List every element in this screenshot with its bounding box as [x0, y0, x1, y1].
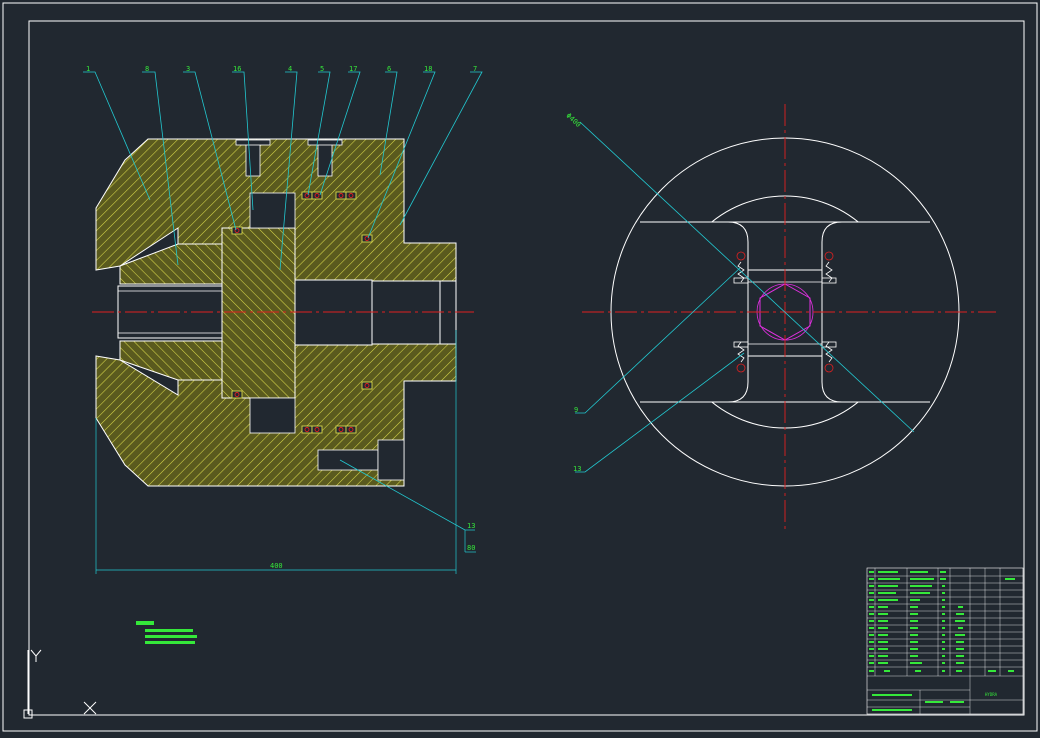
spring-pins — [733, 251, 837, 373]
end-view-leaders — [575, 121, 915, 473]
technical-notes — [136, 621, 197, 644]
top-bolt-2 — [317, 142, 333, 177]
part-label-5: 5 — [320, 65, 324, 73]
part-label-9: 9 — [574, 406, 578, 414]
diameter-label: Φ400 — [564, 112, 582, 129]
right-bore — [371, 280, 441, 345]
section-view: 1 8 3 16 4 5 17 6 18 7 13 80 400 — [83, 65, 483, 574]
top-bolt-1 — [245, 142, 261, 177]
part-label-13-right: 13 — [573, 465, 581, 473]
lower-jaw — [119, 340, 223, 381]
title-block-name: HYDRA — [985, 692, 998, 697]
seals — [231, 191, 373, 434]
ucs-icon — [23, 649, 97, 719]
part-label-16: 16 — [233, 65, 241, 73]
width-dimension-text: 400 — [270, 562, 283, 570]
part-label-8: 8 — [145, 65, 149, 73]
part-label-4: 4 — [288, 65, 292, 73]
part-label-6: 6 — [387, 65, 391, 73]
inner-frame — [28, 20, 1025, 716]
part-label-17: 17 — [349, 65, 357, 73]
part-label-80: 80 — [467, 544, 475, 552]
central-piston — [221, 227, 296, 399]
upper-jaw — [119, 243, 223, 285]
part-label-7: 7 — [473, 65, 477, 73]
title-block: HYDRA — [866, 567, 1024, 715]
end-view: Φ400 9 13 — [564, 104, 996, 532]
part-label-13: 13 — [467, 522, 475, 530]
part-label-18: 18 — [424, 65, 432, 73]
bottom-bolt — [317, 449, 379, 471]
part-label-1: 1 — [86, 65, 90, 73]
part-label-3: 3 — [186, 65, 190, 73]
leader-lines — [83, 71, 483, 531]
dimension-lines — [95, 330, 476, 574]
